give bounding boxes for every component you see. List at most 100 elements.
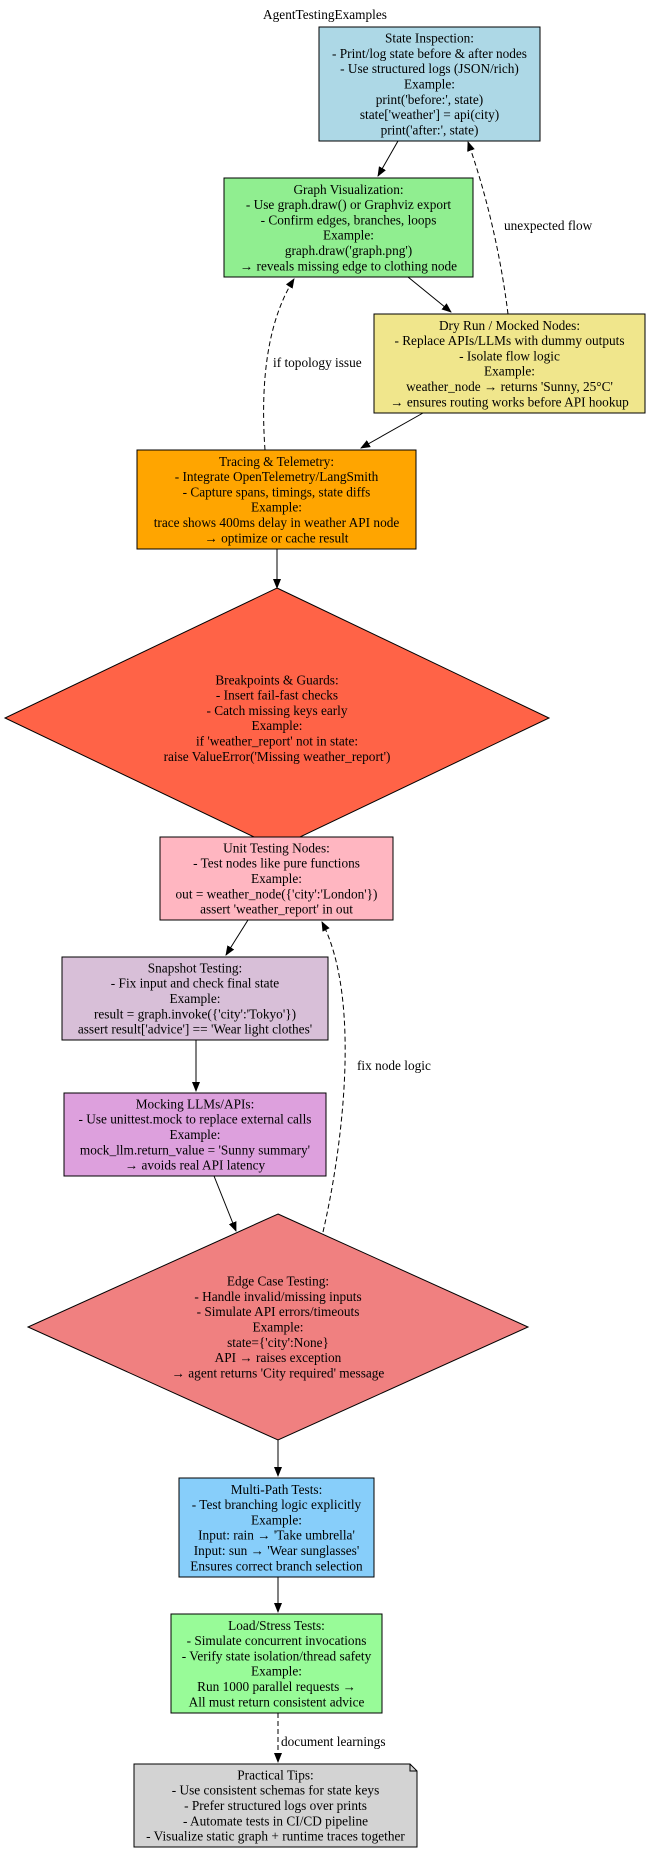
edge-graph-visualization-to-dry-run bbox=[407, 276, 452, 313]
node-line: - Simulate API errors/timeouts bbox=[197, 1304, 360, 1319]
node-practical-tips: Practical Tips:- Use consistent schemas … bbox=[133, 1763, 418, 1848]
edge-label: fix node logic bbox=[357, 1058, 431, 1073]
node-title: Snapshot Testing: bbox=[148, 960, 243, 975]
node-line: trace shows 400ms delay in weather API n… bbox=[154, 515, 400, 530]
node-line: - Print/log state before & after nodes bbox=[332, 46, 527, 61]
edge-line bbox=[321, 921, 346, 1233]
node-title: Multi-Path Tests: bbox=[231, 1482, 323, 1497]
edge-dry-run-to-tracing bbox=[360, 412, 424, 449]
node-line: Example: bbox=[251, 1664, 302, 1679]
node-line: Example: bbox=[404, 77, 455, 92]
node-line: - Use consistent schemas for state keys bbox=[172, 1783, 380, 1798]
node-title: Breakpoints & Guards: bbox=[215, 672, 338, 687]
edge-line bbox=[360, 412, 424, 449]
node-line: print('after:', state) bbox=[381, 122, 479, 137]
node-graph-visualization: Graph Visualization:- Use graph.draw() o… bbox=[223, 177, 474, 278]
diamond-shape bbox=[26, 1213, 530, 1441]
node-line: - Integrate OpenTelemetry/LangSmith bbox=[175, 469, 379, 484]
node-title: Practical Tips: bbox=[237, 1767, 313, 1782]
box-shape bbox=[373, 313, 646, 414]
edge-line bbox=[377, 140, 399, 177]
node-title: Tracing & Telemetry: bbox=[219, 454, 334, 469]
node-unit-testing: Unit Testing Nodes:- Test nodes like pur… bbox=[159, 836, 394, 921]
node-line: → agent returns 'City required' message bbox=[172, 1365, 385, 1380]
edge-dry-run-to-state-inspection: unexpected flow bbox=[467, 141, 593, 315]
node-load-stress: Load/Stress Tests:- Simulate concurrent … bbox=[170, 1613, 383, 1714]
node-edge-case: Edge Case Testing:- Handle invalid/missi… bbox=[26, 1213, 530, 1441]
node-title: State Inspection: bbox=[385, 31, 474, 46]
node-title: Dry Run / Mocked Nodes: bbox=[439, 318, 580, 333]
node-line: state['weather'] = api(city) bbox=[360, 107, 499, 122]
node-line: - Handle invalid/missing inputs bbox=[194, 1289, 361, 1304]
box-shape bbox=[159, 836, 394, 921]
box-shape bbox=[170, 1613, 383, 1714]
node-line: → reveals missing edge to clothing node bbox=[240, 258, 457, 273]
node-title: Edge Case Testing: bbox=[227, 1274, 329, 1289]
node-line: - Test branching logic explicitly bbox=[192, 1497, 362, 1512]
node-title: Graph Visualization: bbox=[293, 182, 403, 197]
node-line: → optimize or cache result bbox=[205, 530, 349, 545]
nodes-layer: State Inspection:- Print/log state befor… bbox=[3, 26, 646, 1848]
node-line: Example: bbox=[170, 991, 221, 1006]
node-line: Example: bbox=[484, 364, 535, 379]
node-line: - Capture spans, timings, state diffs bbox=[183, 484, 371, 499]
node-tracing: Tracing & Telemetry:- Integrate OpenTele… bbox=[136, 449, 417, 550]
node-line: - Catch missing keys early bbox=[206, 703, 347, 718]
node-line: API → raises exception bbox=[215, 1350, 342, 1365]
node-line: Example: bbox=[252, 718, 303, 733]
node-line: - Isolate flow logic bbox=[459, 348, 560, 363]
node-line: - Simulate concurrent invocations bbox=[187, 1633, 367, 1648]
node-line: Ensures correct branch selection bbox=[190, 1558, 363, 1573]
node-line: - Fix input and check final state bbox=[111, 976, 279, 991]
node-line: print('before:', state) bbox=[376, 92, 483, 107]
node-snapshot-testing: Snapshot Testing:- Fix input and check f… bbox=[61, 956, 329, 1041]
node-line: Example: bbox=[170, 1127, 221, 1142]
node-line: All must return consistent advice bbox=[189, 1694, 365, 1709]
node-line: Input: rain → 'Take umbrella' bbox=[198, 1528, 355, 1543]
edge-tracing-to-graph-visualization: if topology issue bbox=[263, 278, 362, 451]
edge-label: document learnings bbox=[281, 1734, 386, 1749]
node-line: - Confirm edges, branches, loops bbox=[261, 212, 437, 227]
node-state-inspection: State Inspection:- Print/log state befor… bbox=[318, 26, 541, 142]
node-title: Mocking LLMs/APIs: bbox=[136, 1096, 255, 1111]
node-line: Example: bbox=[251, 871, 302, 886]
node-dry-run: Dry Run / Mocked Nodes:- Replace APIs/LL… bbox=[373, 313, 646, 414]
node-line: → ensures routing works before API hooku… bbox=[390, 394, 629, 409]
box-shape bbox=[318, 26, 541, 142]
edge-line bbox=[225, 919, 249, 956]
node-line: Example: bbox=[323, 228, 374, 243]
edge-label: unexpected flow bbox=[504, 218, 593, 233]
node-mocking: Mocking LLMs/APIs:- Use unittest.mock to… bbox=[63, 1092, 327, 1177]
node-line: - Replace APIs/LLMs with dummy outputs bbox=[394, 333, 624, 348]
node-line: - Use unittest.mock to replace external … bbox=[79, 1112, 312, 1127]
edge-edge-case-to-unit-testing: fix node logic bbox=[321, 921, 431, 1233]
node-line: - Use graph.draw() or Graphviz export bbox=[246, 197, 452, 212]
edge-line bbox=[407, 276, 452, 313]
node-line: graph.draw('graph.png') bbox=[285, 243, 412, 258]
node-line: assert result['advice'] == 'Wear light c… bbox=[78, 1022, 312, 1037]
node-line: - Use structured logs (JSON/rich) bbox=[340, 61, 519, 76]
node-line: Input: sun → 'Wear sunglasses' bbox=[194, 1543, 359, 1558]
box-shape bbox=[223, 177, 474, 278]
edge-line bbox=[213, 1175, 237, 1232]
node-line: if 'weather_report' not in state: bbox=[196, 733, 358, 748]
edge-state-inspection-to-graph-visualization bbox=[377, 140, 399, 177]
box-shape bbox=[63, 1092, 327, 1177]
node-title: Load/Stress Tests: bbox=[228, 1618, 325, 1633]
note-fold bbox=[409, 1764, 417, 1772]
node-line: Run 1000 parallel requests → bbox=[197, 1679, 356, 1694]
node-title: Unit Testing Nodes: bbox=[223, 840, 330, 855]
box-shape bbox=[136, 449, 417, 550]
node-line: - Verify state isolation/thread safety bbox=[182, 1648, 372, 1663]
node-multi-path: Multi-Path Tests:- Test branching logic … bbox=[178, 1477, 375, 1578]
node-line: - Test nodes like pure functions bbox=[193, 856, 360, 871]
node-line: Example: bbox=[251, 500, 302, 515]
node-line: weather_node → returns 'Sunny, 25°C' bbox=[406, 379, 613, 394]
node-line: state={'city':None} bbox=[227, 1335, 329, 1350]
node-line: → avoids real API latency bbox=[125, 1158, 266, 1173]
diagram-title: AgentTestingExamples bbox=[263, 7, 387, 22]
box-shape bbox=[178, 1477, 375, 1578]
node-line: Example: bbox=[251, 1512, 302, 1527]
node-line: - Prefer structured logs over prints bbox=[184, 1798, 367, 1813]
